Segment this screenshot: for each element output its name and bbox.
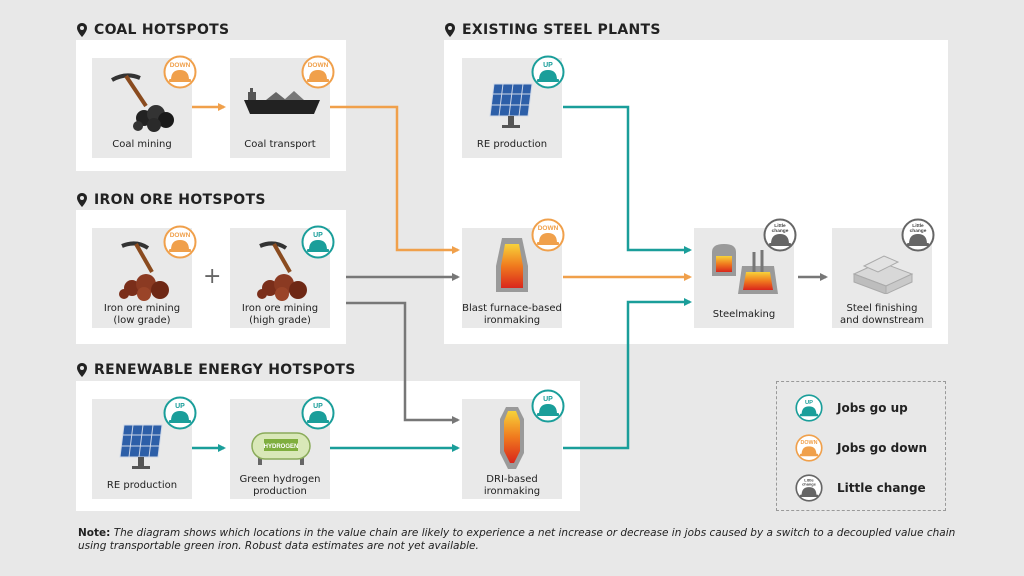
- footnote: Note: The diagram shows which locations …: [78, 527, 958, 553]
- svg-text:UP: UP: [313, 232, 323, 239]
- svg-text:DOWN: DOWN: [170, 232, 191, 239]
- node-iron-ore-high: Iron ore mining(high grade): [230, 228, 330, 328]
- legend: UP Jobs go up DOWN Jobs go down Little c…: [776, 381, 946, 511]
- solar-panel-icon: [119, 424, 163, 469]
- node-re-production-left: RE production: [92, 399, 192, 499]
- coal-hotspots-title: COAL HOTSPOTS: [76, 22, 229, 38]
- svg-text:change: change: [802, 482, 817, 487]
- node-label: Coal transport: [244, 139, 316, 150]
- svg-text:DOWN: DOWN: [538, 225, 559, 232]
- location-pin-icon: [77, 193, 87, 207]
- badge-up: UP: [163, 396, 197, 430]
- badge-little-change: Little change: [763, 218, 797, 252]
- svg-text:UP: UP: [543, 62, 553, 69]
- svg-text:DOWN: DOWN: [308, 62, 329, 69]
- badge-down: DOWN: [531, 218, 565, 252]
- node-label: RE production: [476, 139, 548, 150]
- badge-down: DOWN: [301, 55, 335, 89]
- badge-up: UP: [301, 396, 335, 430]
- node-label: Coal mining: [112, 139, 172, 150]
- svg-text:DOWN: DOWN: [801, 440, 818, 446]
- badge-down: DOWN: [163, 55, 197, 89]
- arrow-re-plant-to-steelmaking: [563, 105, 692, 254]
- renewable-hotspots-title: RENEWABLE ENERGY HOTSPOTS: [76, 362, 356, 378]
- svg-text:UP: UP: [543, 396, 553, 403]
- steel-beams-icon: [852, 255, 914, 294]
- badge-up: UP: [531, 389, 565, 423]
- plus-sign: +: [203, 264, 222, 289]
- svg-text:Little: Little: [912, 223, 924, 229]
- legend-item-up: UP Jobs go up: [795, 394, 908, 422]
- node-coal-mining: Coal mining: [92, 58, 192, 158]
- svg-text:UP: UP: [175, 403, 185, 410]
- furnace-icon: [496, 238, 528, 292]
- arrow-iron-ore-to-dri: [346, 301, 460, 424]
- iron-ore-hotspots-title: IRON ORE HOTSPOTS: [76, 192, 266, 208]
- svg-text:HYDROGEN: HYDROGEN: [264, 444, 299, 450]
- steel-plants-title: EXISTING STEEL PLANTS: [444, 22, 661, 38]
- location-pin-icon: [77, 23, 87, 37]
- svg-text:DOWN: DOWN: [170, 62, 191, 69]
- node-label: RE production: [106, 480, 178, 491]
- svg-text:change: change: [772, 228, 789, 234]
- node-label: Steelmaking: [712, 309, 776, 320]
- location-pin-icon: [77, 363, 87, 377]
- ship-icon: [244, 88, 320, 114]
- note-text: The diagram shows which locations in the…: [78, 527, 956, 552]
- hard-hat-down-icon: DOWN: [795, 434, 823, 462]
- badge-little-change: Little change: [901, 218, 935, 252]
- dri-shaft-icon: [500, 407, 524, 469]
- badge-up: UP: [301, 225, 335, 259]
- legend-item-little-change: Little change Little change: [795, 474, 926, 502]
- svg-text:UP: UP: [313, 403, 323, 410]
- legend-item-down: DOWN Jobs go down: [795, 434, 927, 462]
- location-pin-icon: [445, 23, 455, 37]
- hard-hat-up-icon: UP: [795, 394, 823, 422]
- hard-hat-little-change-icon: Little change: [795, 474, 823, 502]
- pickaxe-ore-icon: [119, 241, 169, 301]
- svg-text:UP: UP: [805, 400, 813, 406]
- node-label: Iron ore mining(high grade): [241, 303, 319, 326]
- hydrogen-tank-icon: HYDROGEN: [251, 432, 311, 465]
- arrow-dri-to-steelmaking: [563, 298, 692, 450]
- pickaxe-coal-icon: [111, 73, 174, 132]
- svg-text:Little: Little: [774, 223, 786, 229]
- arrow-coal-transport-to-blast-furnace: [330, 105, 460, 254]
- note-prefix: Note:: [78, 527, 111, 539]
- node-label: Iron ore mining(low grade): [103, 303, 181, 326]
- steel-ladle-icon: [712, 244, 778, 294]
- pickaxe-ore-icon: [257, 241, 307, 301]
- badge-up: UP: [531, 55, 565, 89]
- badge-down: DOWN: [163, 225, 197, 259]
- svg-text:change: change: [910, 228, 927, 234]
- solar-panel-icon: [489, 83, 533, 128]
- svg-text:Little: Little: [804, 477, 814, 482]
